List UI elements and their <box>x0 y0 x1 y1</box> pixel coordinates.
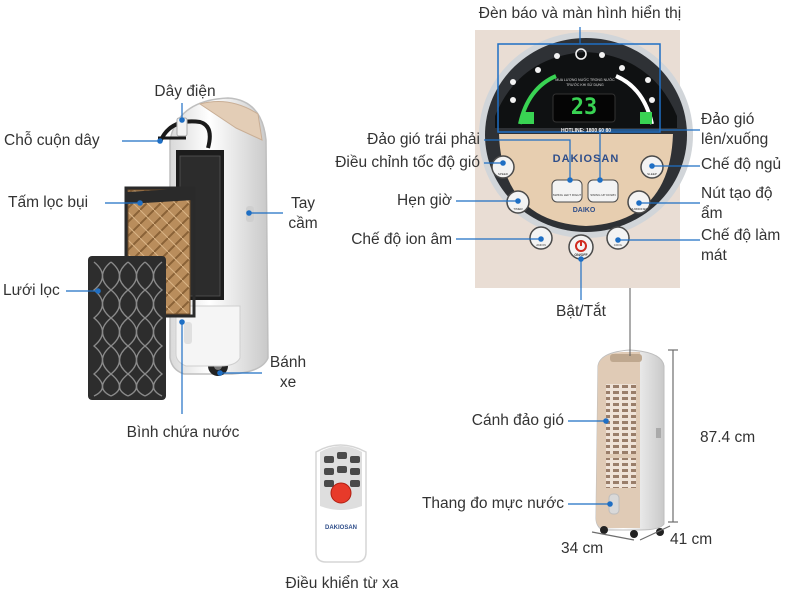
remote-control-illustration <box>315 444 367 563</box>
humidifier-button[interactable]: HUMIDIFIER <box>630 207 648 211</box>
display-digits: 23 <box>570 95 598 120</box>
wheels-label: Bánh xe <box>269 354 307 391</box>
dimension-lines <box>591 349 678 541</box>
remote-label: Điều khiển từ xa <box>285 575 399 592</box>
ion-button[interactable]: ANION <box>536 243 546 247</box>
cool-label: Chế độ làm mát <box>701 227 781 264</box>
power-cord-label: Dây điện <box>154 83 216 100</box>
height-dimension-label: 87.4 cm <box>700 429 756 446</box>
panel-tagline-1: MUA LƯỢNG NƯỚC TRONG NƯỚC <box>555 78 615 82</box>
remote-brand: DAKIOSAN <box>324 525 357 531</box>
mesh-filter-label: Lưới lọc <box>3 282 60 299</box>
panel-brand: DAKIOSAN <box>552 153 620 165</box>
timer-button[interactable]: TIMER <box>513 207 523 211</box>
leader-lines <box>66 27 700 507</box>
on-off-button[interactable]: ON/OFF <box>574 253 588 257</box>
speed-label: Điều chỉnh tốc độ gió <box>335 154 480 171</box>
panel-tagline-2: TRƯỚC KHI SỬ DỤNG <box>566 83 604 87</box>
power-label: Bật/Tắt <box>556 303 606 320</box>
assembled-cooler-illustration <box>595 349 665 538</box>
panel-hotline: HOTLINE: 1800 60 80 <box>560 128 612 134</box>
handle-label: Tay cầm <box>288 195 318 232</box>
water-gauge-label: Thang đo mực nước <box>421 495 564 512</box>
control-panel-illustration <box>475 30 693 288</box>
exploded-cooler-illustration <box>88 97 269 400</box>
cord-wrap-label: Chỗ cuộn dây <box>4 132 100 149</box>
humidifier-label: Nút tạo độ ẩm <box>701 185 773 222</box>
sleep-button[interactable]: SLEEP <box>647 172 657 176</box>
depth-dimension-label: 41 cm <box>670 531 713 548</box>
panel-badge: DAIKO <box>572 207 596 214</box>
display-highlight-frame <box>497 43 661 133</box>
swing-up-down-label: Đảo gió lên/xuống <box>701 111 769 148</box>
width-dimension-label: 34 cm <box>561 540 604 557</box>
speed-button[interactable]: SPEED <box>497 172 509 176</box>
louver-label: Cánh đảo gió <box>471 412 564 429</box>
cool-button[interactable]: COOL <box>613 243 623 247</box>
display-indicator-label: Đèn báo và màn hình hiển thị <box>478 5 682 22</box>
swing-left-right-button[interactable]: SWING LEFT RIGHT <box>552 193 582 197</box>
swing-up-down-button[interactable]: SWING UP DOWN <box>590 193 616 197</box>
dust-filter-label: Tấm lọc bụi <box>8 194 89 211</box>
water-tank-label: Bình chứa nước <box>126 424 240 441</box>
timer-label: Hẹn giờ <box>397 192 452 209</box>
ion-label: Chế độ ion âm <box>351 231 452 248</box>
swing-left-right-label: Đảo gió trái phải <box>367 131 480 148</box>
sleep-label: Chế độ ngủ <box>701 156 782 173</box>
